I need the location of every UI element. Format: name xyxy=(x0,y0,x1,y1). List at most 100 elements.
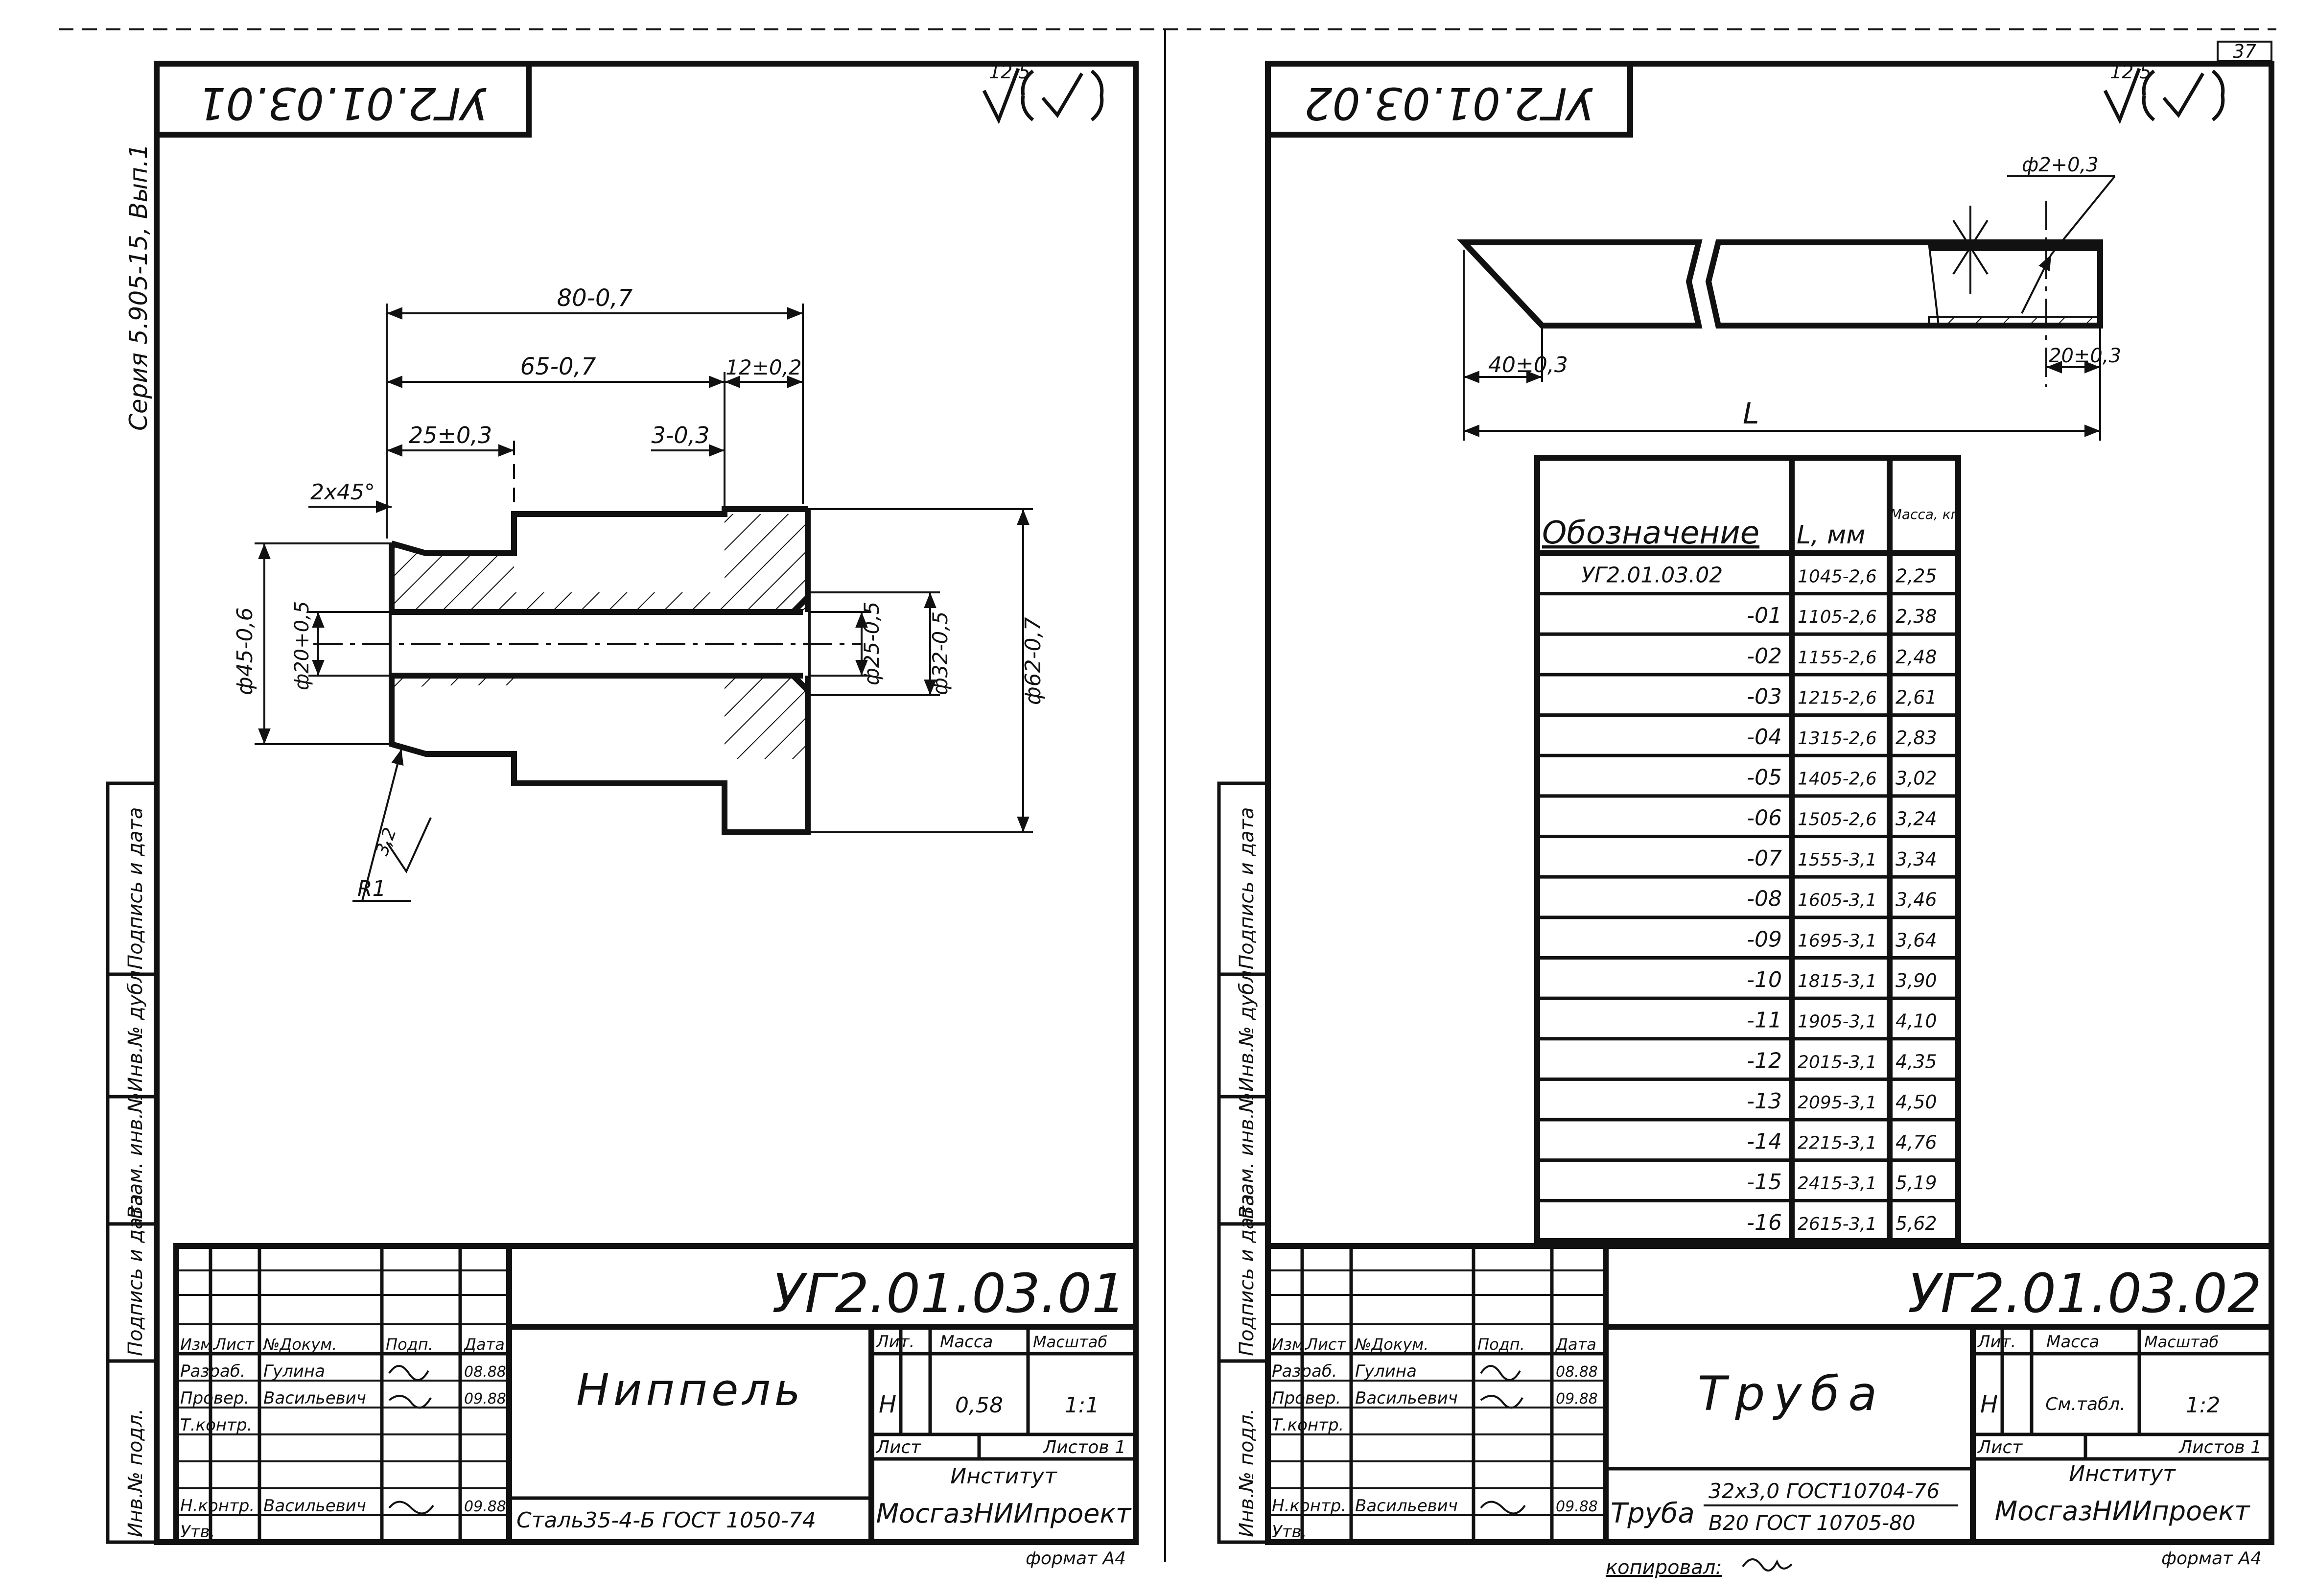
sheet1-sheets-label: Листов 1 xyxy=(1042,1437,1126,1457)
sheet2-litera: Н xyxy=(1980,1391,1998,1418)
sheet1-stamp-inv: Инв.№ подл. xyxy=(124,1408,147,1537)
table-cell-length: 1605-3,1 xyxy=(1798,891,1877,911)
sheet1-roughness-symbol: 12,5 xyxy=(982,61,1104,124)
sheet1-signature-marks xyxy=(388,1365,434,1515)
table-cell-designation: -13 xyxy=(1747,1089,1782,1114)
sheet1-stamp-sign2: Подпись и дата xyxy=(124,807,147,969)
sheet2-date-nkontr: 09.88 xyxy=(1556,1498,1598,1515)
table-cell-designation: -10 xyxy=(1747,967,1782,992)
sheet2-top-code: УГ2.01.03.02 xyxy=(1304,77,1594,129)
sheet2-name-razrab: Гулина xyxy=(1355,1361,1417,1381)
sheet1-stamp-dubl: Инв.№ дубл. xyxy=(124,964,147,1092)
table-cell-designation: -05 xyxy=(1747,765,1782,790)
table-cell-designation: -11 xyxy=(1747,1008,1782,1033)
sheet2-top-code-box xyxy=(1265,61,1633,138)
sheet1-org2: МосгазНИИпроект xyxy=(876,1498,1132,1529)
table-cell-length: 1155-2,6 xyxy=(1798,648,1877,668)
sheet1-hdr-sign: Подп. xyxy=(386,1335,433,1354)
sheet2-role-prover: Провер. xyxy=(1272,1388,1341,1408)
sheet2-title: Труба xyxy=(1698,1366,1886,1421)
table-cell-length: 2415-3,1 xyxy=(1798,1174,1877,1194)
nipple-drawing: 80-0,7 65-0,7 12±0,2 25±0,3 3-0,3 2x45° … xyxy=(233,284,1046,902)
dim-diameter-45: ф45-0,6 xyxy=(233,608,257,695)
table-cell-mass: 4,76 xyxy=(1896,1132,1937,1153)
table-cell-designation: -01 xyxy=(1747,603,1782,628)
table-cell-length: 1315-2,6 xyxy=(1798,728,1877,749)
table-cell-designation: -09 xyxy=(1747,927,1782,952)
table-cell-designation: УГ2.01.03.02 xyxy=(1581,563,1723,588)
sheet2-stamp-vzam: Взам. инв.№ xyxy=(1236,1092,1258,1219)
dim-diameter-32: ф32-0,5 xyxy=(928,611,952,695)
sheet1-date-razrab: 08.88 xyxy=(464,1363,506,1381)
table-cell-length: 1555-3,1 xyxy=(1798,850,1877,870)
table-cell-designation: -15 xyxy=(1747,1170,1782,1195)
dim-diameter-62: ф62-0,7 xyxy=(1021,617,1046,705)
table-cell-length: 2015-3,1 xyxy=(1798,1052,1877,1072)
dim-diameter-25: ф25-0,5 xyxy=(860,602,884,685)
sheet2-hdr-izm: Изм. xyxy=(1272,1335,1309,1354)
table-cell-designation: -03 xyxy=(1747,684,1782,709)
sheet2-hdr-list: Лист xyxy=(1306,1335,1346,1354)
dim-chamfer: 2x45° xyxy=(310,480,375,505)
dim-roughness-32: 3,2 xyxy=(372,825,400,858)
table-cell-designation: -06 xyxy=(1747,805,1782,830)
sheet2-hdr-scale: Масштаб xyxy=(2144,1333,2219,1351)
table-cell-designation: -02 xyxy=(1747,644,1782,669)
sheet1-role-razrab: Разраб. xyxy=(180,1361,246,1381)
sheet2-org1: Институт xyxy=(2069,1461,2176,1486)
dim-length-3: 3-0,3 xyxy=(651,422,709,448)
sheet1-name-razrab: Гулина xyxy=(263,1361,325,1381)
table-cell-designation: -14 xyxy=(1747,1129,1782,1154)
sheet2-role-nkontr: Н.контр. xyxy=(1272,1496,1346,1516)
dim-overall-length: 80-0,7 xyxy=(557,284,633,312)
sheet2-org2: МосгазНИИпроект xyxy=(1995,1496,2250,1526)
sheet1-hdr-doc: №Докум. xyxy=(262,1335,337,1354)
table-cell-designation: -12 xyxy=(1747,1048,1782,1073)
table-cell-length: 2215-3,1 xyxy=(1798,1133,1877,1153)
table-cell-length: 1045-2,6 xyxy=(1798,567,1877,587)
sheet2-code: УГ2.01.03.02 xyxy=(1908,1262,2262,1325)
table-cell-mass: 3,24 xyxy=(1896,808,1937,829)
sheet1-sheet-label: Лист xyxy=(875,1437,921,1457)
sheet-1: УГ2.01.03.01 12,5 Инв.№ подл. Подпись и … xyxy=(106,61,1139,1569)
sheet2-roughness-symbol: 12,5 xyxy=(2103,61,2225,124)
sheet1-format: формат А4 xyxy=(1026,1549,1126,1569)
table-cell-designation: -08 xyxy=(1747,887,1782,912)
sheet2-signature-marks xyxy=(1480,1365,1526,1515)
sheet1-hdr-list: Лист xyxy=(214,1335,255,1354)
sheet2-role-utv: Утв. xyxy=(1272,1522,1307,1542)
sheet2-role-razrab: Разраб. xyxy=(1272,1361,1337,1381)
table-cell-mass: 3,46 xyxy=(1896,889,1937,911)
dim-length-25: 25±0,3 xyxy=(409,422,492,448)
variant-table: Обозначение L, мм Масса, кг УГ2.01.03.02… xyxy=(1534,455,1961,1244)
sheet1-hdr-izm: Изм. xyxy=(180,1335,217,1354)
sheet2-material-line1: 32х3,0 ГОСТ10704-76 xyxy=(1708,1479,1940,1503)
table-cell-mass: 2,61 xyxy=(1896,686,1937,708)
sheet2-hdr-date: Дата xyxy=(1555,1335,1596,1354)
sheet1-top-code: УГ2.01.03.01 xyxy=(198,77,488,129)
sheet2-material-line2: В20 ГОСТ 10705-80 xyxy=(1708,1511,1916,1535)
table-cell-mass: 3,34 xyxy=(1896,848,1937,870)
sheet2-stamp-sign2: Подпись и дата xyxy=(1236,807,1258,969)
table-header-designation: Обозначение xyxy=(1542,515,1759,551)
sheet1-role-tkontr: Т.контр. xyxy=(180,1415,252,1435)
table-cell-mass: 3,02 xyxy=(1896,768,1937,789)
table-cell-designation: -07 xyxy=(1747,846,1782,871)
sheet1-date-prover: 09.88 xyxy=(464,1390,506,1408)
sheet2-stamp-inv: Инв.№ подл. xyxy=(1236,1408,1258,1537)
table-cell-mass: 5,19 xyxy=(1896,1172,1937,1194)
sheet2-roughness-value: 12,5 xyxy=(2110,61,2152,83)
sheet-2: УГ2.01.03.02 12,5 Инв.№ подл. Подпись и … xyxy=(1217,61,2274,1579)
copied-signature-mark xyxy=(1742,1558,1793,1572)
table-cell-length: 1405-2,6 xyxy=(1798,769,1877,789)
dim-length-12: 12±0,2 xyxy=(726,355,801,379)
tube-dim-40: 40±0,3 xyxy=(1488,352,1568,377)
sheet1-hdr-scale: Масштаб xyxy=(1033,1333,1107,1351)
sheet1-hdr-mass: Масса xyxy=(940,1332,993,1352)
sheet1-name-nkontr: Васильевич xyxy=(263,1496,366,1516)
sheet1-stamp-sign1: Подпись и дата xyxy=(124,1194,147,1356)
sheet2-date-prover: 09.88 xyxy=(1556,1390,1598,1408)
sheet2-date-razrab: 08.88 xyxy=(1556,1363,1598,1381)
sheet1-hdr-date: Дата xyxy=(463,1335,505,1354)
